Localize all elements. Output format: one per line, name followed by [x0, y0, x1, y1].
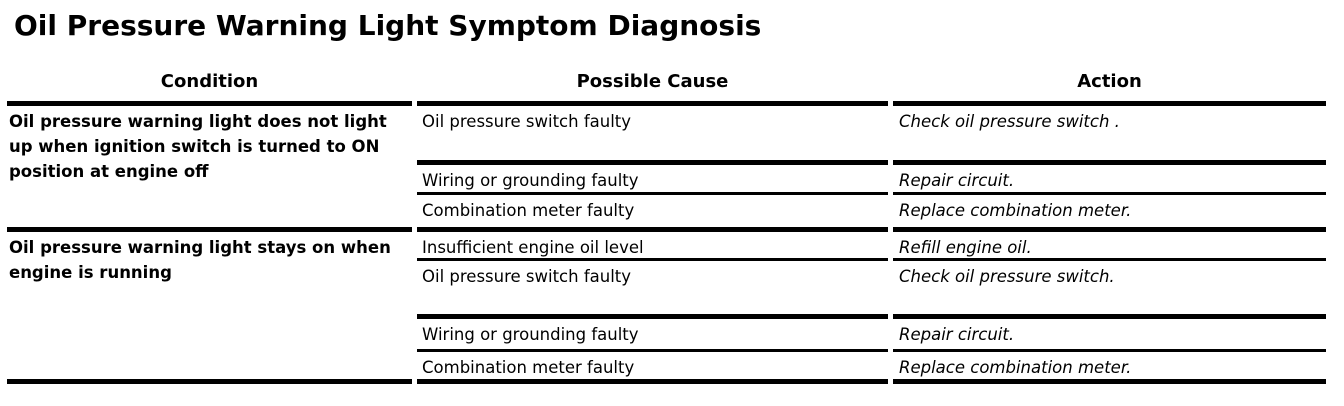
- diagnosis-table: Condition Possible Cause Action Oil pres…: [7, 65, 1326, 384]
- page-title: Oil Pressure Warning Light Symptom Diagn…: [14, 9, 762, 42]
- action-cell: Check oil pressure switch.: [893, 258, 1326, 314]
- cause-cell: Combination meter faulty: [417, 192, 888, 227]
- cause-cell: Insufficient engine oil level: [417, 227, 888, 258]
- cause-cell: Wiring or grounding faulty: [417, 314, 888, 349]
- page: Oil Pressure Warning Light Symptom Diagn…: [0, 10, 1344, 384]
- column-header-action: Action: [1077, 71, 1142, 92]
- action-cell: Repair circuit.: [893, 314, 1326, 349]
- cause-cell: Oil pressure switch faulty: [417, 258, 888, 314]
- cause-cell: Wiring or grounding faulty: [417, 160, 888, 192]
- cause-cell: Oil pressure switch faulty: [417, 101, 888, 160]
- action-cell: Replace combination meter.: [893, 349, 1326, 384]
- action-cell: Replace combination meter.: [893, 192, 1326, 227]
- condition-cell: Oil pressure warning light does not ligh…: [7, 101, 412, 227]
- column-header-condition: Condition: [160, 71, 259, 92]
- action-cell: Check oil pressure switch .: [893, 101, 1326, 160]
- condition-cell: Oil pressure warning light stays on when…: [7, 227, 412, 384]
- cause-cell: Combination meter faulty: [417, 349, 888, 384]
- column-header-possible-cause: Possible Cause: [576, 71, 729, 92]
- action-cell: Refill engine oil.: [893, 227, 1326, 258]
- action-cell: Repair circuit.: [893, 160, 1326, 192]
